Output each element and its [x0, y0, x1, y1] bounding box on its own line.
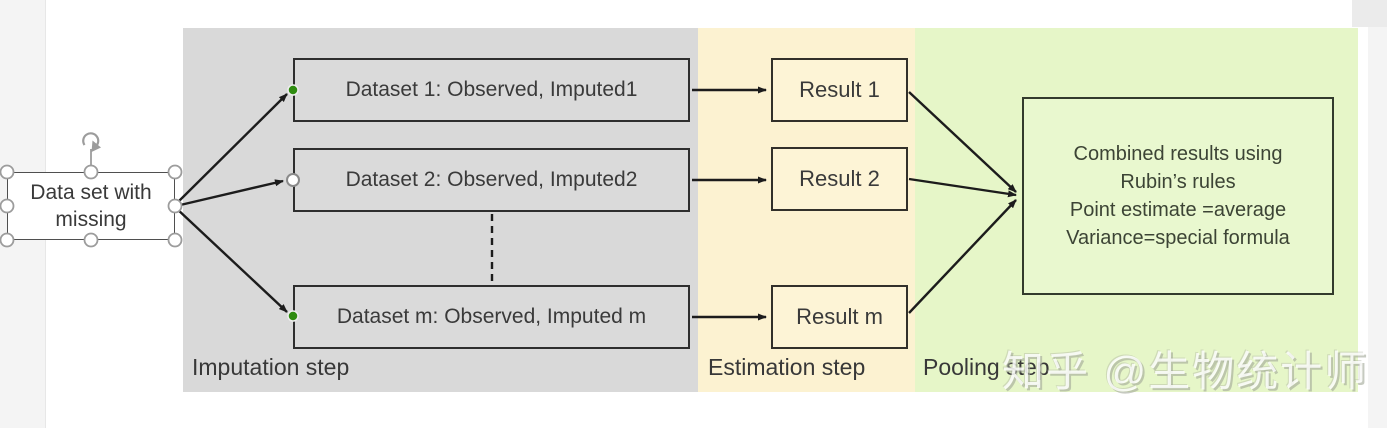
dataset-m-box[interactable]: Dataset m: Observed, Imputed m [293, 285, 690, 349]
dataset-m-label: Dataset m: Observed, Imputed m [336, 305, 647, 328]
dataset-2-label: Dataset 2: Observed, Imputed2 [345, 168, 638, 191]
dataset-2-box[interactable]: Dataset 2: Observed, Imputed2 [293, 148, 690, 212]
result-1-box[interactable]: Result 1 [771, 58, 908, 122]
source-dataset-box[interactable]: Data set with missing [7, 172, 175, 240]
app-background-corner [1352, 0, 1387, 27]
dataset-1-box[interactable]: Dataset 1: Observed, Imputed1 [293, 58, 690, 122]
pooled-line-4: Variance=special formula [1066, 227, 1290, 249]
rotate-icon[interactable] [82, 132, 101, 152]
imputation-step-label: Imputation step [192, 354, 350, 380]
result-m-label: Result m [796, 304, 883, 329]
pooled-line-3: Point estimate =average [1069, 199, 1287, 221]
result-1-label: Result 1 [799, 77, 880, 102]
result-2-label: Result 2 [799, 166, 880, 191]
pooled-line-1: Combined results using [1073, 143, 1283, 165]
estimation-step-label: Estimation step [708, 354, 866, 380]
dataset-1-label: Dataset 1: Observed, Imputed1 [345, 78, 638, 101]
pooled-line-2: Rubin’s rules [1120, 171, 1236, 193]
result-2-box[interactable]: Result 2 [771, 147, 908, 211]
pooling-step-label: Pooling step [923, 354, 1050, 380]
pooled-results-box[interactable]: Combined results using Rubin’s rules Poi… [1022, 97, 1334, 295]
result-m-box[interactable]: Result m [771, 285, 908, 349]
app-background-right [1368, 0, 1387, 428]
source-dataset-label: Data set with missing [30, 181, 152, 231]
